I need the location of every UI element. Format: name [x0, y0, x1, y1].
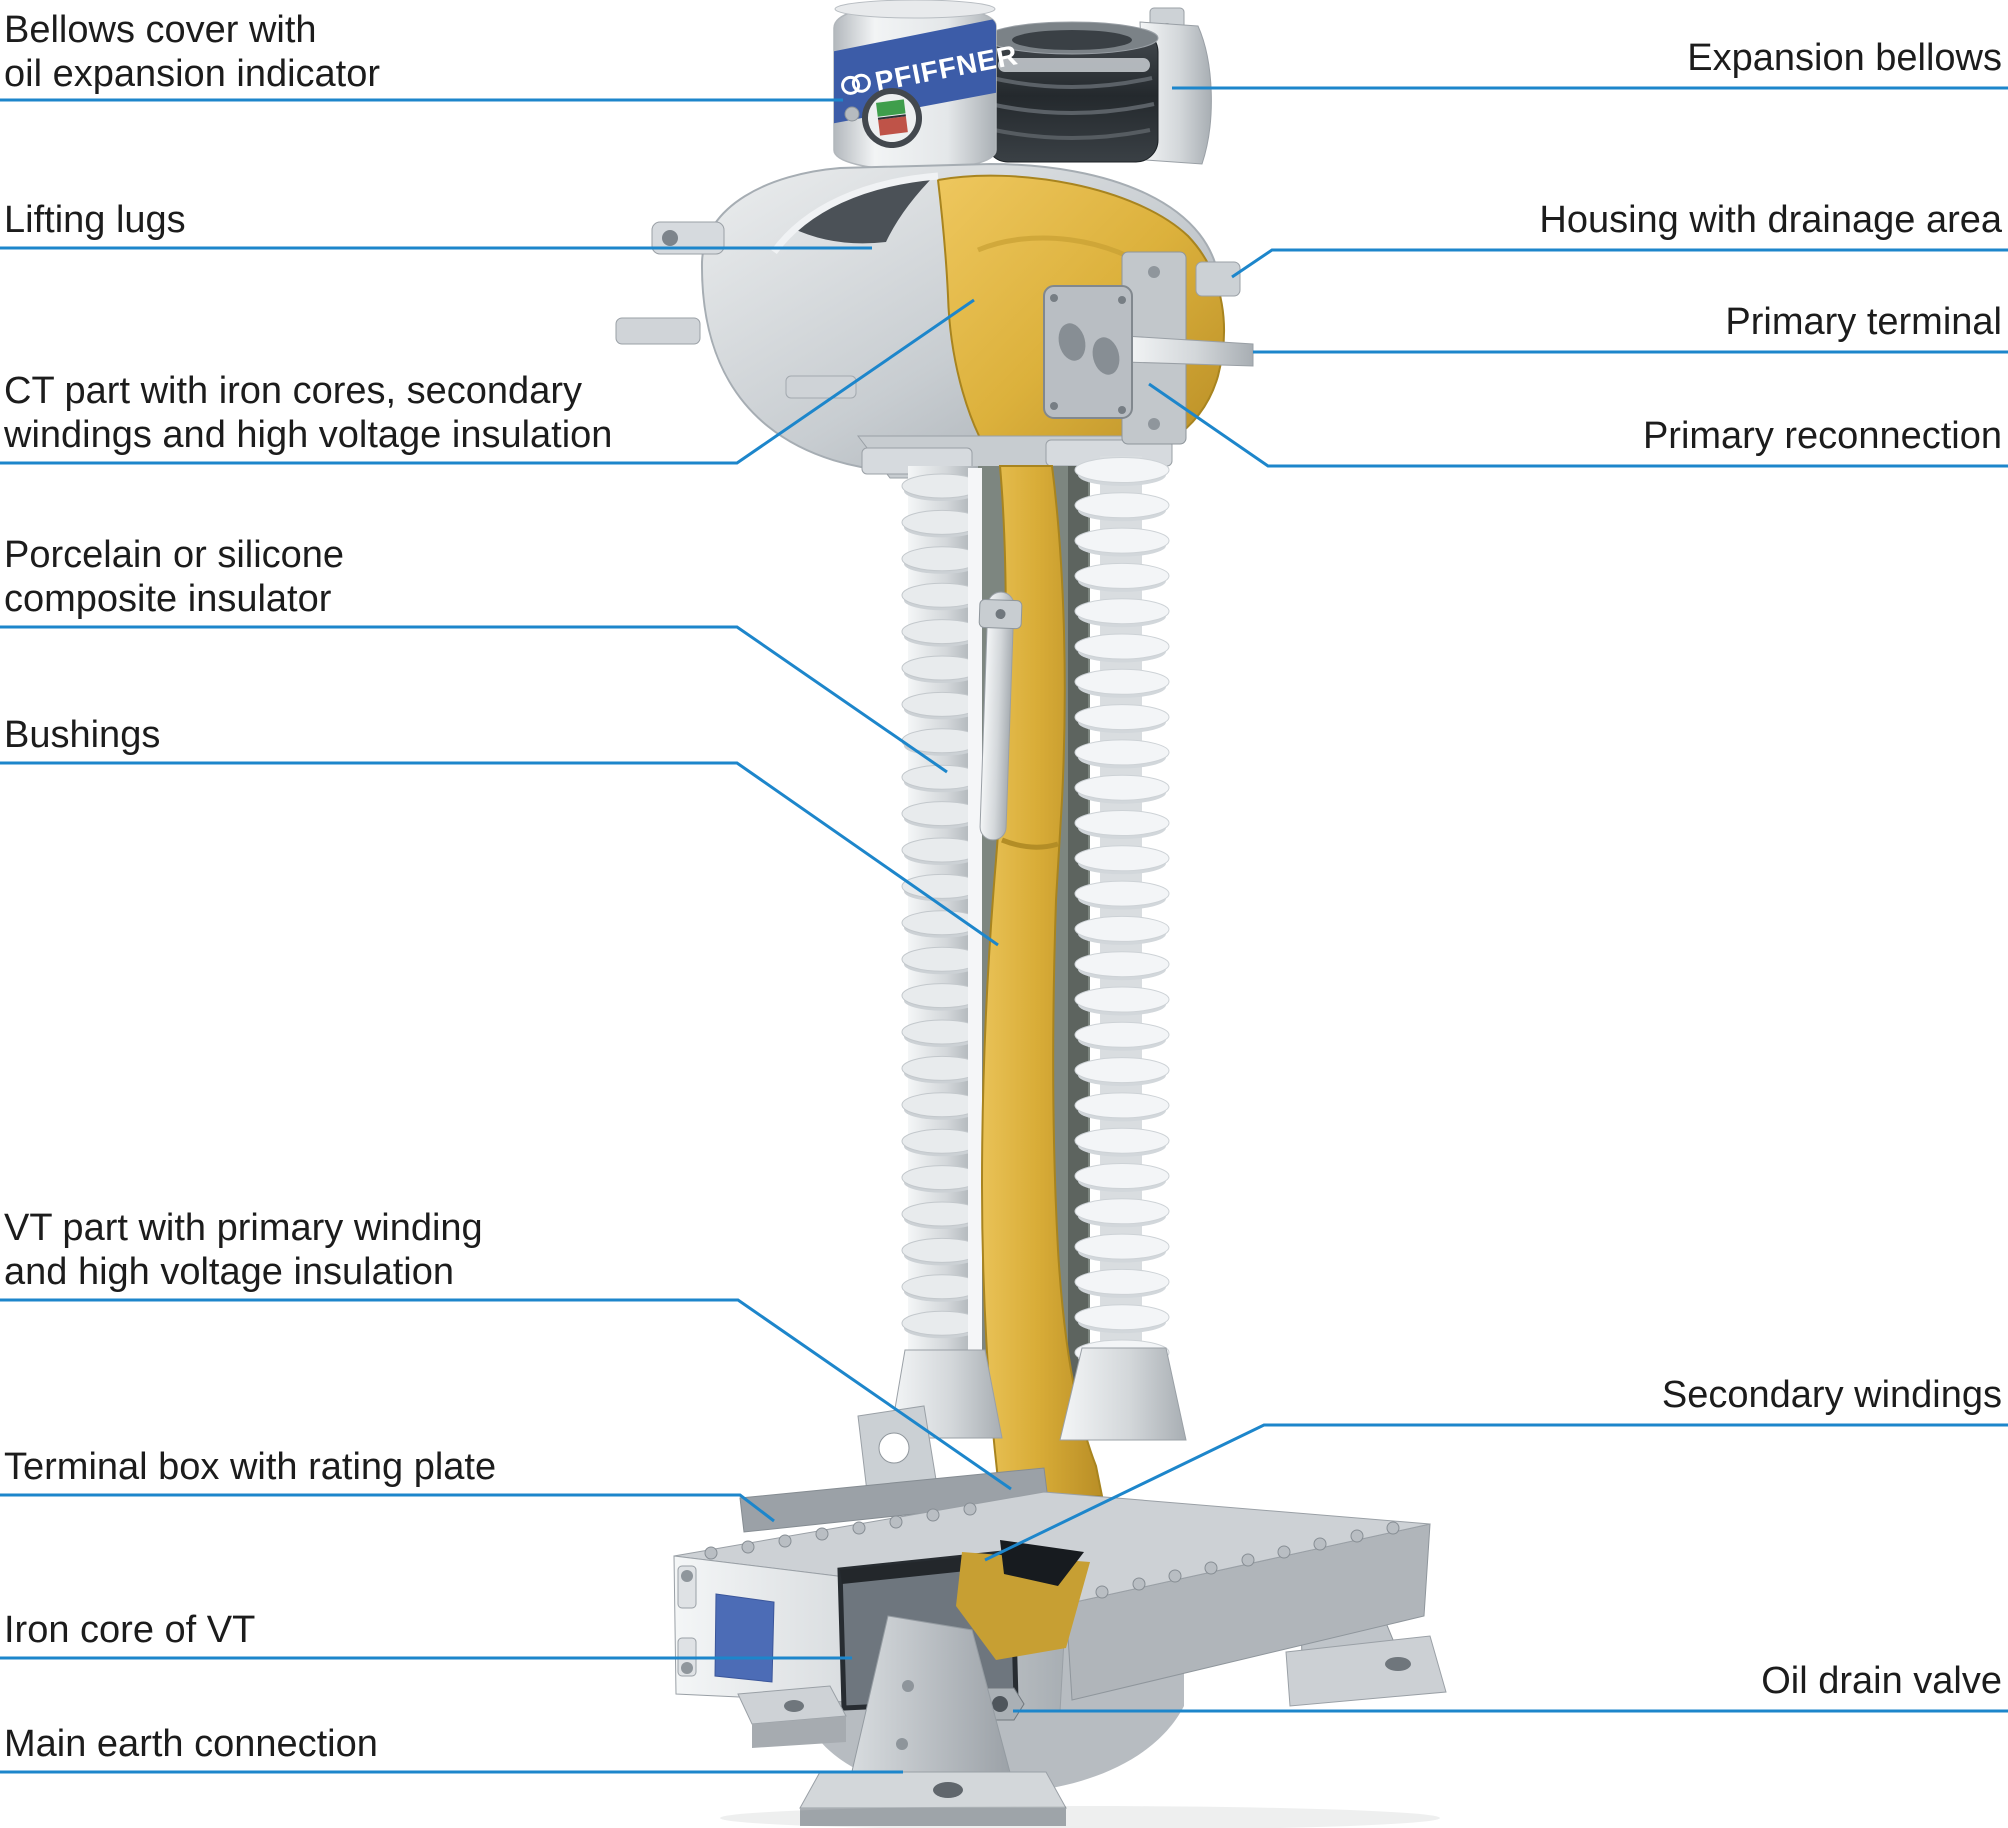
- leader-bushings: [0, 761, 999, 947]
- drainage-lug: [1195, 261, 1241, 297]
- label-primary-terminal: Primary terminal: [1725, 301, 2002, 343]
- leader-lines: [0, 86, 2008, 1774]
- primary-terminal: [1043, 285, 1254, 419]
- leader-insulator: [0, 625, 948, 774]
- leader-vt-part: [0, 1298, 1012, 1491]
- leader-ct-part: [0, 298, 975, 465]
- label-insulator: Porcelain or silicone composite insulato…: [4, 534, 345, 620]
- rating-plate: [714, 1593, 775, 1683]
- label-housing: Housing with drainage area: [1539, 199, 2002, 241]
- label-iron-core: Iron core of VT: [4, 1609, 256, 1651]
- label-oil-drain-valve: Oil drain valve: [1761, 1660, 2002, 1702]
- terminal-bar: [1124, 335, 1254, 367]
- gauge-knob: [844, 106, 860, 122]
- housing-cavity: [792, 174, 936, 244]
- leader-primary-reconnection: [1148, 382, 2008, 468]
- label-expansion-bellows: Expansion bellows: [1687, 37, 2002, 79]
- expansion-bellows: [985, 7, 1212, 165]
- bushing-rod: [978, 591, 1023, 841]
- label-primary-reconnection: Primary reconnection: [1642, 415, 2002, 457]
- leader-terminal-box: [0, 1493, 775, 1523]
- label-bellows-cover: Bellows cover with oil expansion indicat…: [4, 9, 381, 95]
- leader-housing: [1231, 248, 2008, 279]
- label-bushings: Bushings: [4, 714, 161, 756]
- bellows-cover: PFIFFNER: [833, 0, 1021, 171]
- label-vt-part: VT part with primary winding and high vo…: [4, 1207, 483, 1293]
- lifting-lug: [615, 317, 701, 345]
- front-leg: [799, 1615, 1067, 1826]
- lid-bolts: [704, 1502, 1400, 1599]
- leader-secondary-windings: [984, 1423, 2008, 1562]
- logo-mark-icon: [841, 75, 861, 95]
- label-secondary-windings: Secondary windings: [1661, 1374, 2002, 1416]
- insulator-left-sheds: [901, 473, 976, 1339]
- label-ct-part: CT part with iron cores, secondary windi…: [4, 370, 613, 456]
- insulator-right-sheds: [1074, 457, 1170, 1369]
- label-lifting-lugs: Lifting lugs: [4, 199, 186, 241]
- porcelain-cut-face: [968, 468, 982, 1360]
- label-terminal-box: Terminal box with rating plate: [4, 1446, 497, 1488]
- secondary-winding-wedge: [1000, 1540, 1084, 1586]
- terminal-box: [673, 1491, 1447, 1828]
- insulator-bells: [739, 1347, 1187, 1533]
- oil-level-gauge-icon: [862, 88, 922, 148]
- label-main-earth: Main earth connection: [4, 1723, 378, 1765]
